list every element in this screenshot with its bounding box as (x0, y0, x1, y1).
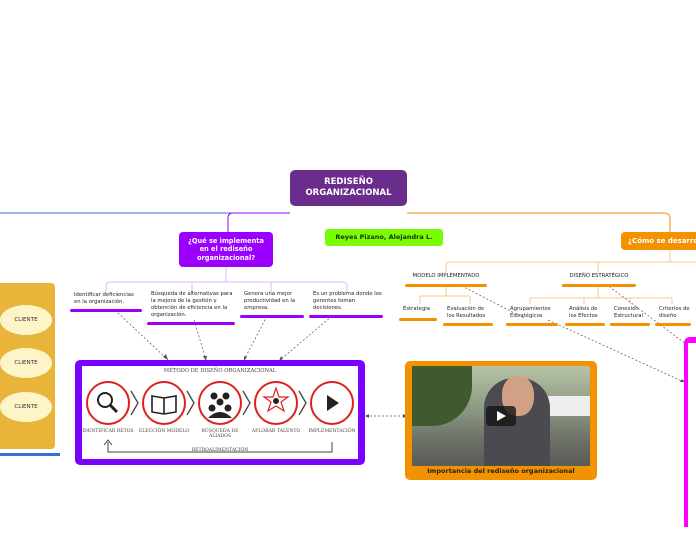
purple-subtopic-2-label: Búsqueda de alternativas para la mejora … (151, 291, 233, 318)
orange-subtopic-estrategia-underline (399, 317, 437, 321)
video-thumbnail[interactable] (412, 366, 590, 466)
orange-subtopic-analisis-underline (565, 322, 605, 326)
people-icon (208, 392, 232, 418)
orange-subtopic-evaluacion[interactable]: Evaluación de los Resultados (443, 306, 493, 326)
method-step-2: ELECCIÓN MODELO (138, 429, 190, 434)
relation-arrow-7 (547, 319, 685, 383)
orange-group-modelo-label: MODELO IMPLEMENTADO (412, 273, 480, 279)
play-icon (497, 411, 506, 421)
orange-subtopic-evaluacion-label: Evaluación de los Resultados (447, 306, 486, 319)
arrowhead-2 (203, 356, 207, 361)
method-feedback: RETROALIMENTACIÓN (191, 448, 249, 453)
orange-group-modelo-underline (405, 283, 487, 287)
arrowhead-4 (279, 356, 283, 361)
talent-icon (262, 386, 290, 413)
method-image: MÉTODO DE DISEÑO ORGANIZACIONAL (82, 366, 358, 459)
magnifier-icon (97, 392, 113, 408)
purple-subtopic-1[interactable]: Identificar deficiencias en la organizac… (70, 292, 142, 312)
orange-subtopic-analisis[interactable]: Análisis de los Efectos (565, 306, 605, 326)
relation-arrow-3 (243, 315, 268, 361)
purple-subtopic-4[interactable]: Es un problema donde los gerentes toman … (309, 291, 383, 318)
orange-subtopic-conexion-label: Conexión Estructural (614, 306, 643, 319)
arrowhead-3 (244, 356, 247, 361)
orange-subtopic-analisis-label: Análisis de los Efectos (569, 306, 598, 319)
orange-subtopic-agrupamientos[interactable]: Agrupamientos Estratégicos (506, 306, 558, 326)
method-step-1: IDENTIFICAR RETOS (82, 429, 134, 434)
arrowhead-1 (163, 354, 168, 360)
purple-subtopic-2[interactable]: Búsqueda de alternativas para la mejora … (147, 291, 235, 325)
orange-subtopic-conexion[interactable]: Conexión Estructural (610, 306, 650, 326)
relation-arrow-4 (279, 315, 333, 361)
purple-main-topic[interactable]: ¿Qué se implementa en el rediseño organi… (179, 232, 273, 267)
relation-arrow-6 (457, 283, 525, 319)
method-title: MÉTODO DE DISEÑO ORGANIZACIONAL (163, 368, 277, 374)
root-to-purple-connector (227, 212, 290, 232)
modelo-branch-connector (419, 286, 471, 304)
orange-branch-connector (445, 250, 696, 272)
author-label: Reyes Pizano, Alejandra L. (335, 233, 433, 242)
purple-subtopic-4-underline (309, 314, 383, 318)
relation-arrow-8 (605, 283, 687, 345)
orange-group-diseno-label: DISEÑO ESTRATÉGICO (569, 273, 629, 279)
orange-group-diseno[interactable]: DISEÑO ESTRATÉGICO (562, 273, 636, 287)
purple-subtopic-3-label: Genera una mejor productividad en la emp… (244, 291, 296, 311)
orange-group-modelo[interactable]: MODELO IMPLEMENTADO (405, 273, 487, 287)
purple-subtopic-3[interactable]: Genera una mejor productividad en la emp… (240, 291, 304, 318)
cliente-panel[interactable]: CLIENTE CLIENTE CLIENTE (0, 283, 55, 449)
method-image-frame[interactable]: MÉTODO DE DISEÑO ORGANIZACIONAL (75, 360, 365, 465)
orange-subtopic-agrupamientos-underline (506, 322, 558, 326)
orange-subtopic-criterios[interactable]: Criterios de diseño (655, 306, 691, 326)
orange-main-topic[interactable]: ¿Cómo se desarro (621, 232, 696, 250)
cliente-label-1: CLIENTE (14, 317, 38, 323)
diseno-branch-connector (529, 286, 673, 304)
root-to-orange-connector (407, 212, 671, 232)
connector-lines (0, 212, 696, 418)
purple-subtopic-2-underline (147, 321, 235, 325)
purple-subtopic-4-label: Es un problema donde los gerentes toman … (313, 291, 382, 311)
orange-subtopic-evaluacion-underline (443, 322, 493, 326)
purple-subtopic-3-underline (240, 314, 304, 318)
method-step-4: AFLORAR TALENTO (251, 429, 301, 434)
orange-subtopic-estrategia-label: Estrategia (403, 306, 431, 312)
orange-group-diseno-underline (562, 283, 636, 287)
arrowhead-7 (680, 379, 685, 382)
video-caption: Importancia del rediseño organizacional (427, 467, 575, 475)
magenta-panel[interactable] (684, 337, 696, 533)
orange-subtopic-criterios-underline (655, 322, 691, 326)
orange-subtopic-estrategia[interactable]: Estrategia (399, 306, 437, 321)
orange-subtopic-agrupamientos-label: Agrupamientos Estratégicos (510, 306, 551, 319)
method-step-5: IMPLEMENTACIÓN (308, 429, 356, 434)
method-steps-graphic (86, 381, 354, 453)
video-card[interactable]: Importancia del rediseño organizacional (405, 361, 597, 480)
orange-main-topic-label: ¿Cómo se desarro (628, 236, 696, 245)
book-icon (151, 395, 177, 415)
video-tree (412, 366, 472, 426)
purple-main-topic-label: ¿Qué se implementa en el rediseño organi… (188, 237, 264, 262)
relation-arrow-2 (193, 319, 207, 361)
cliente-oval-2[interactable]: CLIENTE (0, 348, 52, 378)
author-topic[interactable]: Reyes Pizano, Alejandra L. (325, 229, 443, 246)
purple-subtopic-1-underline (70, 308, 142, 312)
purple-branch-connector (105, 266, 348, 292)
purple-subtopic-1-label: Identificar deficiencias en la organizac… (74, 292, 134, 305)
cliente-label-2: CLIENTE (14, 360, 38, 366)
left-blue-bar (0, 453, 60, 456)
cliente-oval-3[interactable]: CLIENTE (0, 392, 52, 422)
root-topic-label: REDISEÑO ORGANIZACIONAL (305, 177, 392, 198)
orange-subtopic-conexion-underline (610, 322, 650, 326)
cliente-label-3: CLIENTE (14, 404, 38, 410)
method-step-3: BÚSQUEDA DE ALIADOS (201, 429, 239, 439)
video-tent (542, 396, 590, 416)
orange-subtopic-criterios-label: Criterios de diseño (659, 306, 690, 319)
video-play-button[interactable] (486, 406, 516, 426)
arrowhead-5 (365, 414, 369, 418)
play-icon (327, 395, 339, 411)
cliente-oval-1[interactable]: CLIENTE (0, 305, 52, 335)
relation-arrow-1 (114, 309, 169, 361)
magenta-panel-inner (688, 343, 696, 533)
root-topic[interactable]: REDISEÑO ORGANIZACIONAL (290, 170, 407, 206)
